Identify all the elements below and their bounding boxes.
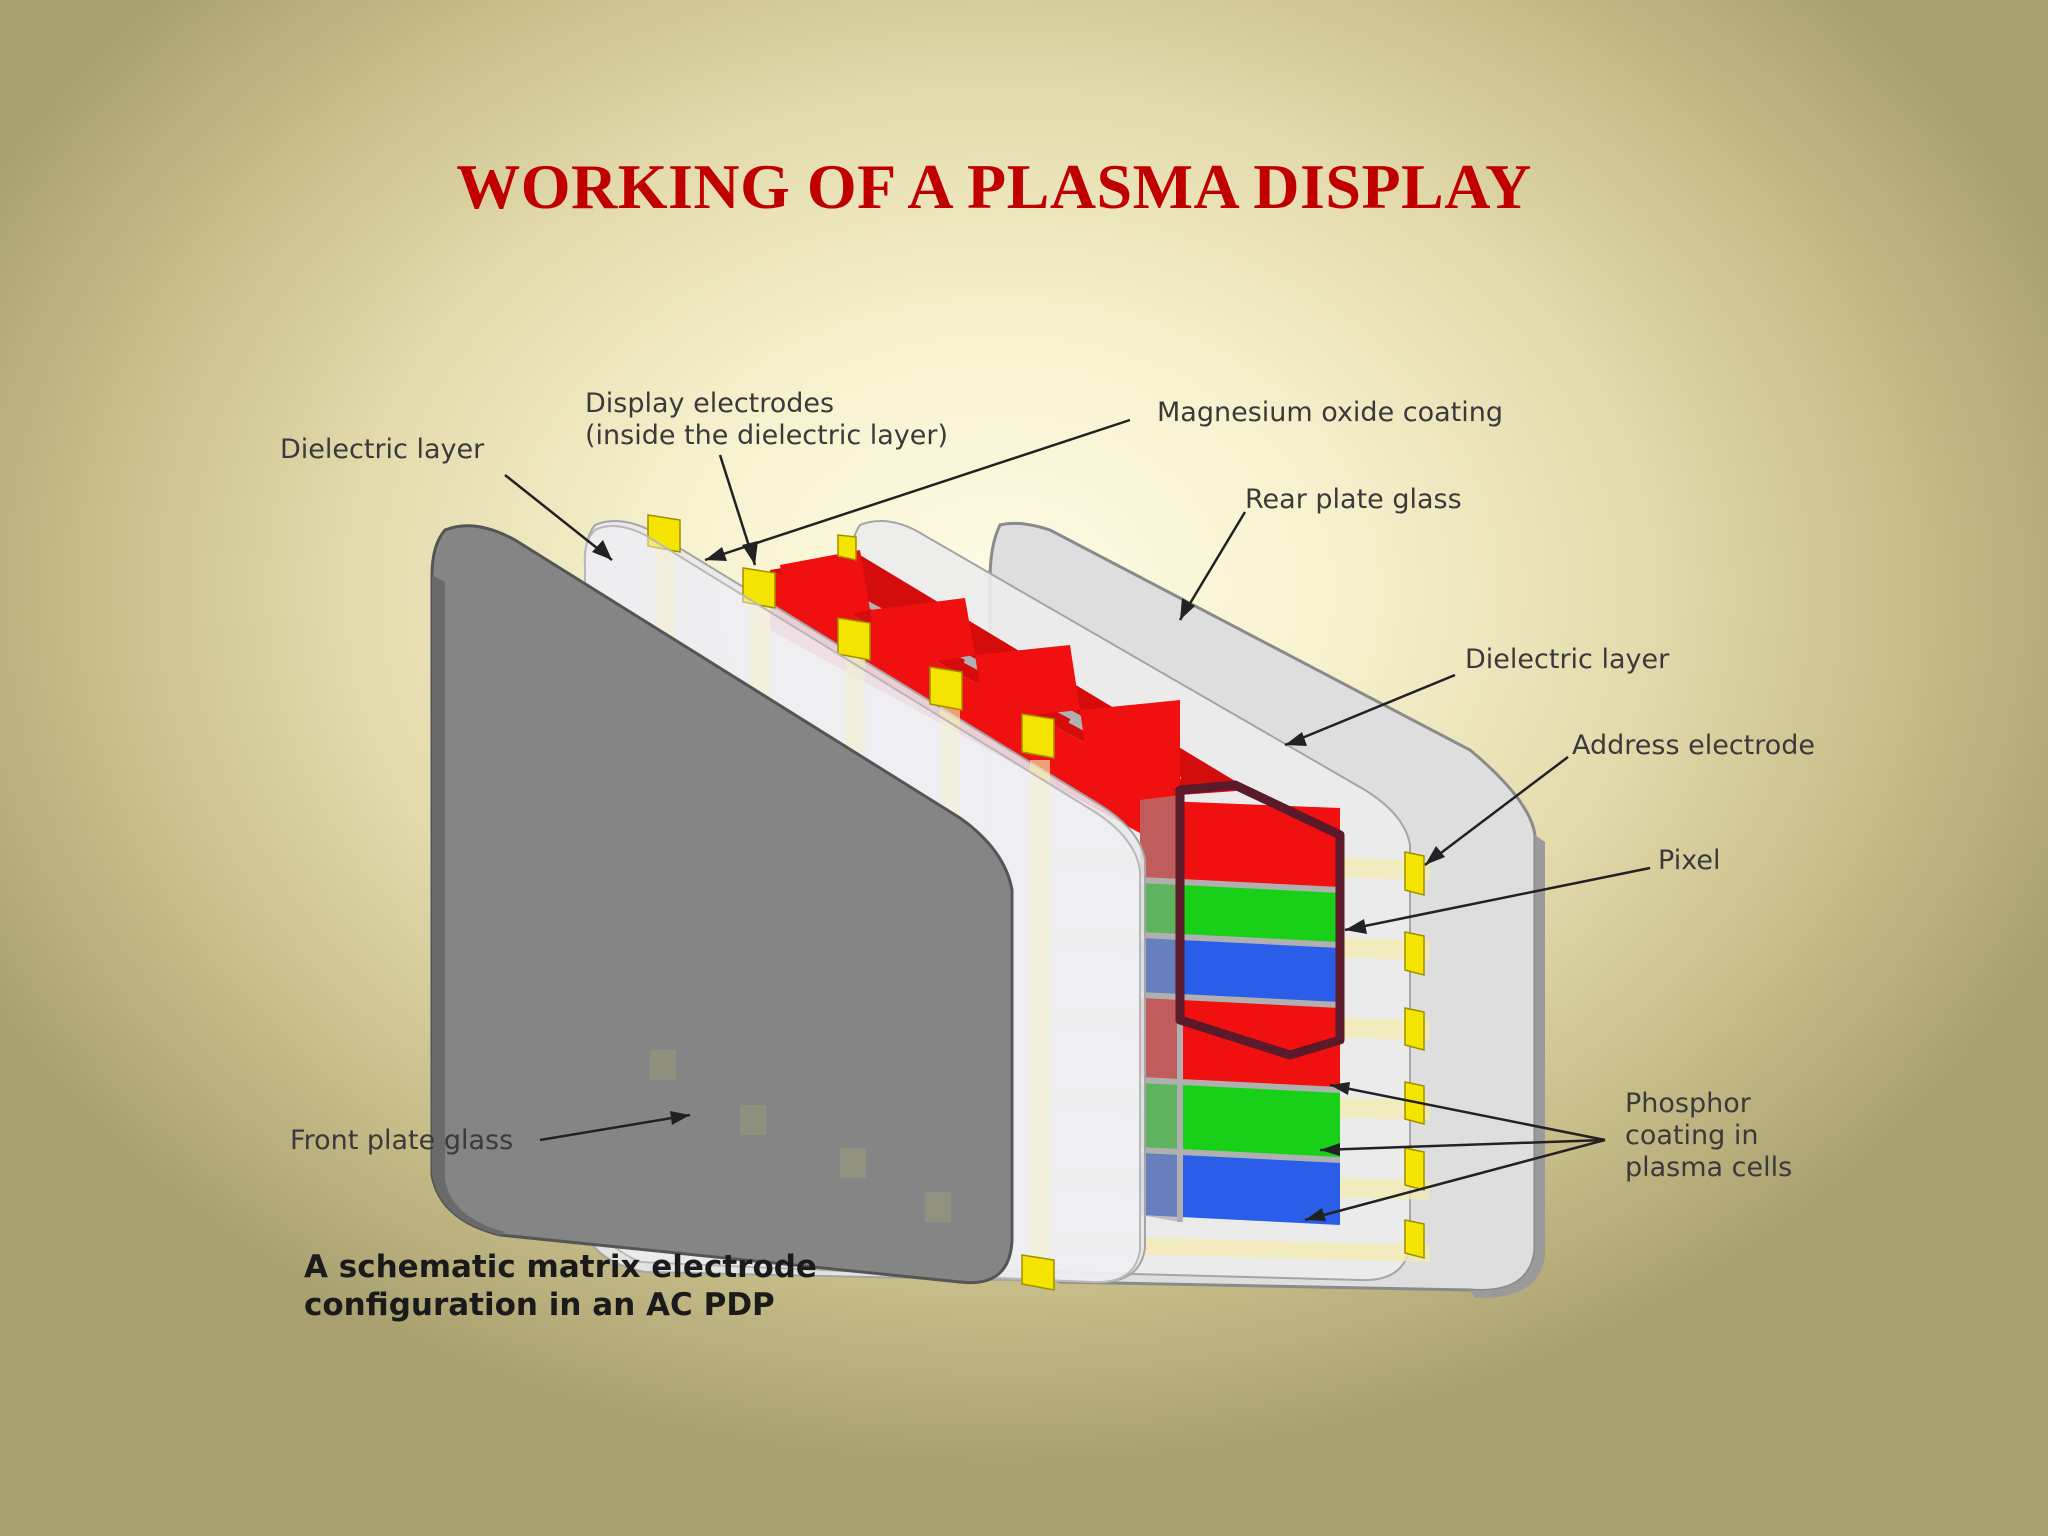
arrowhead xyxy=(1345,919,1367,934)
label-phosphor-coating: Phosphor coating in plasma cells xyxy=(1625,1088,1792,1184)
red-cell-row xyxy=(870,598,975,670)
display-electrode-tabs xyxy=(647,514,1055,759)
arrowhead xyxy=(1425,846,1445,865)
address-electrode-tab xyxy=(1404,1007,1425,1051)
green-phosphor-cell xyxy=(1140,880,1340,945)
arrowhead xyxy=(1285,732,1307,746)
leader-dielectric-rear xyxy=(1284,673,1456,747)
electrode-mark xyxy=(650,1050,676,1080)
label-display-electrodes-line1: Display electrodes xyxy=(585,388,835,419)
address-electrode-tab xyxy=(1404,931,1425,976)
arrowhead xyxy=(1330,1082,1350,1095)
red-cell-row xyxy=(975,645,1080,720)
display-electrode-tab xyxy=(1021,1254,1055,1291)
display-electrode-strip xyxy=(1030,760,1050,1278)
label-phosphor-line3: plasma cells xyxy=(1625,1152,1793,1183)
leader-dielectric-front xyxy=(504,474,613,561)
caption-line2: configuration in an AC PDP xyxy=(304,1287,775,1323)
display-electrode-tab xyxy=(742,567,776,609)
leader-pixel xyxy=(1344,866,1651,932)
label-magnesium-oxide-coating: Magnesium oxide coating xyxy=(1157,397,1504,428)
address-electrode-tab xyxy=(1404,851,1425,896)
label-dielectric-layer-front: Dielectric layer xyxy=(280,434,485,465)
label-phosphor-line1: Phosphor xyxy=(1625,1088,1751,1119)
cell-side-wall xyxy=(1140,795,1180,1222)
leader-phosphor-2 xyxy=(1319,1138,1606,1152)
address-electrode-tab xyxy=(1404,1147,1425,1191)
address-electrode-tab xyxy=(1404,1219,1425,1259)
front-plate-glass-edge xyxy=(432,575,505,1235)
leader-front-plate xyxy=(539,1113,691,1142)
red-cell-row xyxy=(780,550,870,630)
display-electrode-tab xyxy=(929,666,963,711)
red-cell-row xyxy=(1080,700,1180,790)
red-cell-top xyxy=(770,570,1180,855)
red-phosphor-cell xyxy=(1140,800,1340,890)
green-phosphor-cell xyxy=(1140,1080,1340,1160)
caption-line1: A schematic matrix electrode xyxy=(304,1249,817,1285)
electrode-mark xyxy=(925,1192,951,1222)
arrowhead xyxy=(670,1111,690,1125)
label-front-plate-glass: Front plate glass xyxy=(290,1125,514,1156)
label-rear-plate-glass: Rear plate glass xyxy=(1245,484,1462,515)
blue-phosphor-cell xyxy=(1140,1150,1340,1225)
label-display-electrodes-line2: (inside the dielectric layer) xyxy=(585,420,949,451)
display-electrode-tab xyxy=(837,617,871,661)
leader-rear-plate xyxy=(1178,511,1247,621)
label-dielectric-layer-rear: Dielectric layer xyxy=(1465,644,1670,675)
diagram-caption: A schematic matrix electrode configurati… xyxy=(304,1248,817,1324)
display-electrode-tab xyxy=(837,534,857,561)
leader-magnesium-oxide xyxy=(704,418,1131,562)
arrowhead xyxy=(1305,1208,1326,1221)
front-glass-electrode-marks xyxy=(650,1050,951,1222)
slide-title: WORKING OF A PLASMA DISPLAY xyxy=(456,151,1532,222)
leader-phosphor-1 xyxy=(1329,1083,1606,1142)
blue-phosphor-cell xyxy=(1140,935,1340,1005)
display-electrode-bottom-tabs xyxy=(1021,1254,1055,1291)
arrowhead xyxy=(1180,598,1195,620)
label-address-electrode: Address electrode xyxy=(1572,730,1816,761)
pixel-outline xyxy=(1175,780,1345,1060)
electrode-mark xyxy=(840,1148,866,1178)
electrode-mark xyxy=(740,1105,766,1135)
leader-phosphor-3 xyxy=(1304,1138,1606,1222)
arrowhead xyxy=(705,547,727,561)
label-pixel: Pixel xyxy=(1658,845,1721,876)
arrowhead xyxy=(592,540,612,560)
display-electrode-tab xyxy=(1021,713,1055,759)
arrowhead xyxy=(1320,1143,1340,1156)
leader-lines xyxy=(504,418,1651,1222)
arrowhead xyxy=(742,541,758,565)
label-display-electrodes: Display electrodes (inside the dielectri… xyxy=(585,388,948,452)
leader-arrowheads xyxy=(592,540,1445,1221)
rear-plate-glass-edge xyxy=(1470,835,1545,1299)
leader-address-electrode xyxy=(1424,756,1569,866)
label-phosphor-line2: coating in xyxy=(1625,1120,1759,1151)
